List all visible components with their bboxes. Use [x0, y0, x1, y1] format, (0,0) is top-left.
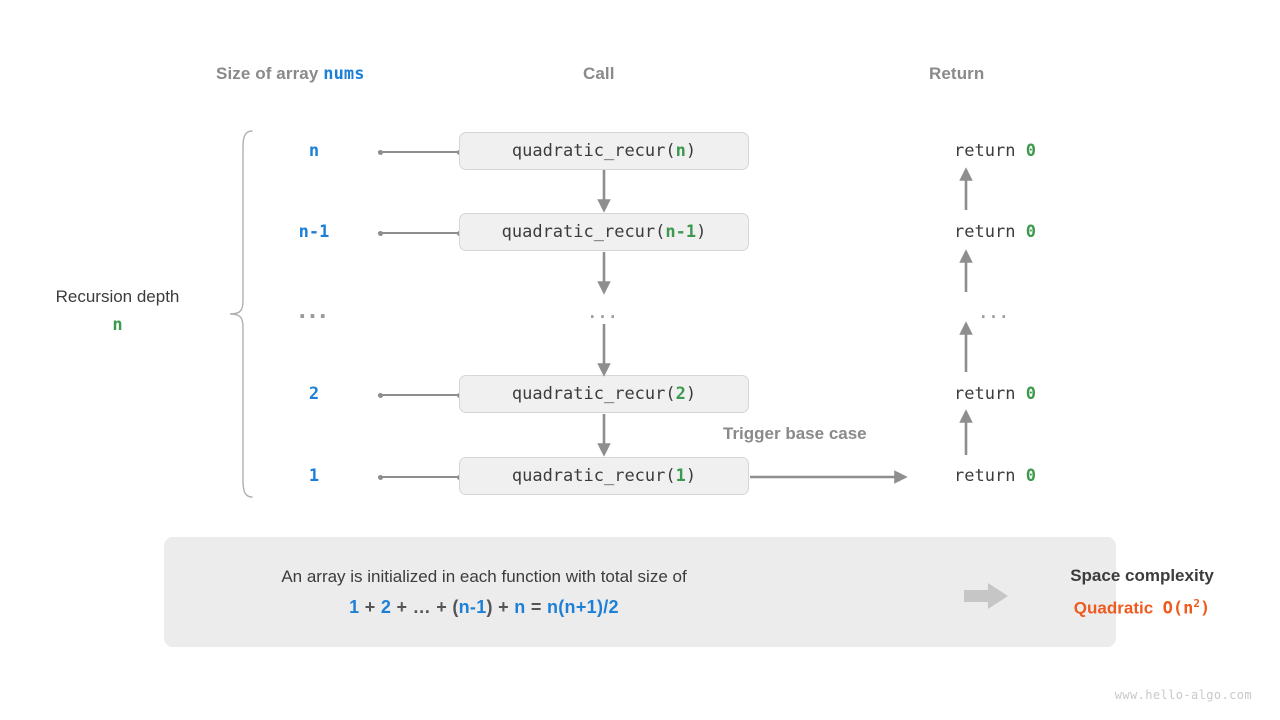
formula-token: =: [525, 596, 547, 617]
recursion-depth-title: Recursion depth: [55, 287, 180, 306]
return-statement: return 0: [880, 222, 1110, 242]
column-header-size: Size of array nums: [216, 64, 365, 84]
call-name: quadratic_recur(: [501, 222, 666, 242]
summary-left-block: An array is initialized in each function…: [164, 537, 804, 647]
formula-token: (: [452, 596, 459, 617]
space-complexity-title: Space complexity: [1070, 565, 1214, 585]
size-to-call-connector: [378, 392, 462, 398]
call-box[interactable]: quadratic_recur(n-1): [459, 213, 749, 251]
array-size-label: 2: [308, 384, 320, 404]
complexity-bigo-prefix: O(n: [1162, 598, 1194, 619]
call-box[interactable]: quadratic_recur(2): [459, 375, 749, 413]
formula-token: +: [430, 596, 453, 617]
return-value: 0: [1025, 222, 1036, 242]
return-ellipsis: ...: [979, 294, 1011, 324]
formula-token: 1: [349, 596, 360, 617]
formula-token: +: [391, 596, 413, 617]
formula-token: +: [492, 596, 515, 617]
call-name: quadratic_recur(: [511, 466, 676, 486]
return-statement: return 0: [880, 141, 1110, 161]
call-close-paren: ): [685, 466, 697, 486]
recursion-row: .........: [0, 292, 1280, 332]
column-header-size-var: nums: [323, 64, 365, 84]
call-close-paren: ): [685, 384, 697, 404]
return-keyword: return: [954, 384, 1026, 404]
complexity-word: Quadratic: [1073, 598, 1154, 618]
recursion-depth-value: n: [112, 314, 123, 335]
call-name: quadratic_recur(: [511, 141, 676, 161]
column-header-call: Call: [583, 64, 615, 83]
size-to-call-connector: [378, 149, 462, 155]
summary-formula: 1 + 2 + … + (n-1) + n = n(n+1)/2: [349, 597, 619, 618]
column-header-return: Return: [929, 64, 985, 83]
formula-token: 2: [380, 596, 392, 617]
formula-token: ): [486, 596, 493, 617]
return-value: 0: [1025, 141, 1036, 161]
summary-right-block: Space complexity Quadratic O(n2): [1022, 537, 1262, 647]
complexity-bigo-exponent: 2: [1193, 596, 1200, 610]
array-size-label: ...: [298, 294, 330, 324]
recursion-depth-brace: [229, 130, 253, 498]
return-statement: return 0: [880, 466, 1110, 486]
return-statement: return 0: [880, 384, 1110, 404]
array-size-label: n: [308, 141, 320, 161]
call-argument: 1: [675, 466, 686, 486]
call-name: quadratic_recur(: [511, 384, 676, 404]
formula-token: n-1: [458, 596, 487, 617]
return-keyword: return: [954, 141, 1026, 161]
call-close-paren: ): [685, 141, 697, 161]
formula-token: +: [359, 596, 381, 617]
summary-panel: An array is initialized in each function…: [164, 537, 1214, 647]
return-keyword: return: [954, 466, 1026, 486]
array-size-label: 1: [308, 466, 320, 486]
space-complexity-value: Quadratic O(n2): [1074, 597, 1210, 619]
return-keyword: return: [954, 222, 1026, 242]
formula-token: n: [514, 596, 526, 617]
summary-sentence: An array is initialized in each function…: [281, 566, 687, 586]
watermark: www.hello-algo.com: [1114, 688, 1252, 702]
call-argument: n-1: [665, 222, 697, 242]
call-argument: n: [675, 141, 686, 161]
return-value: 0: [1025, 384, 1036, 404]
call-argument: 2: [675, 384, 686, 404]
formula-token: …: [412, 596, 431, 617]
complexity-bigo-suffix: ): [1199, 598, 1211, 619]
size-to-call-connector: [378, 230, 462, 236]
call-box[interactable]: quadratic_recur(n): [459, 132, 749, 170]
column-header-size-prefix: Size of array: [216, 64, 324, 83]
call-ellipsis: ...: [588, 294, 620, 324]
call-box[interactable]: quadratic_recur(1): [459, 457, 749, 495]
right-arrow-icon: [964, 583, 1008, 609]
size-to-call-connector: [378, 474, 462, 480]
formula-token: n(n+1)/2: [546, 596, 619, 617]
trigger-base-case-label: Trigger base case: [723, 424, 867, 443]
call-close-paren: ): [696, 222, 707, 242]
array-size-label: n-1: [298, 222, 330, 242]
return-value: 0: [1025, 466, 1036, 486]
recursion-depth-caption: Recursion depth n: [30, 285, 205, 337]
